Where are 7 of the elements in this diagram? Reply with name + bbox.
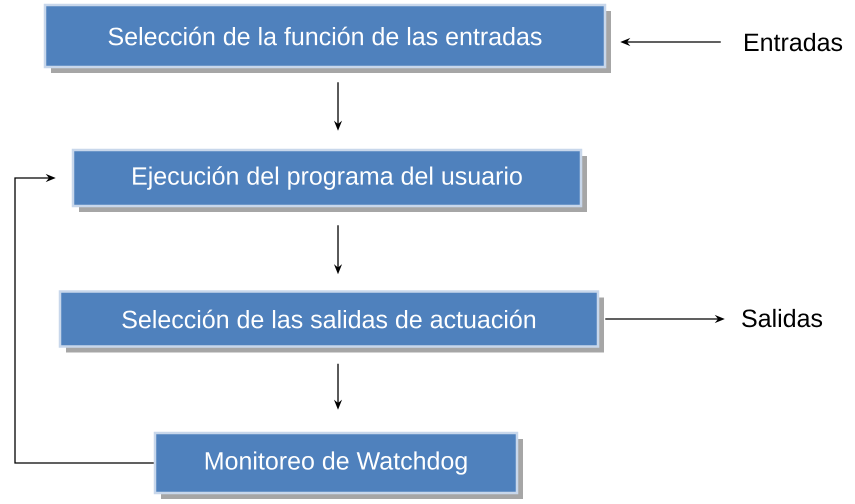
process-box: Ejecución del programa del usuario [72, 148, 587, 212]
text-label: Salidas [742, 308, 822, 328]
process-box: Selección de las salidas de actuación [58, 290, 604, 352]
process-box: Monitoreo de Watchdog [154, 432, 523, 499]
arrow [14, 174, 154, 464]
process-box: Selección de la función de las entradas [44, 4, 611, 73]
text-label: Entradas [745, 32, 842, 52]
